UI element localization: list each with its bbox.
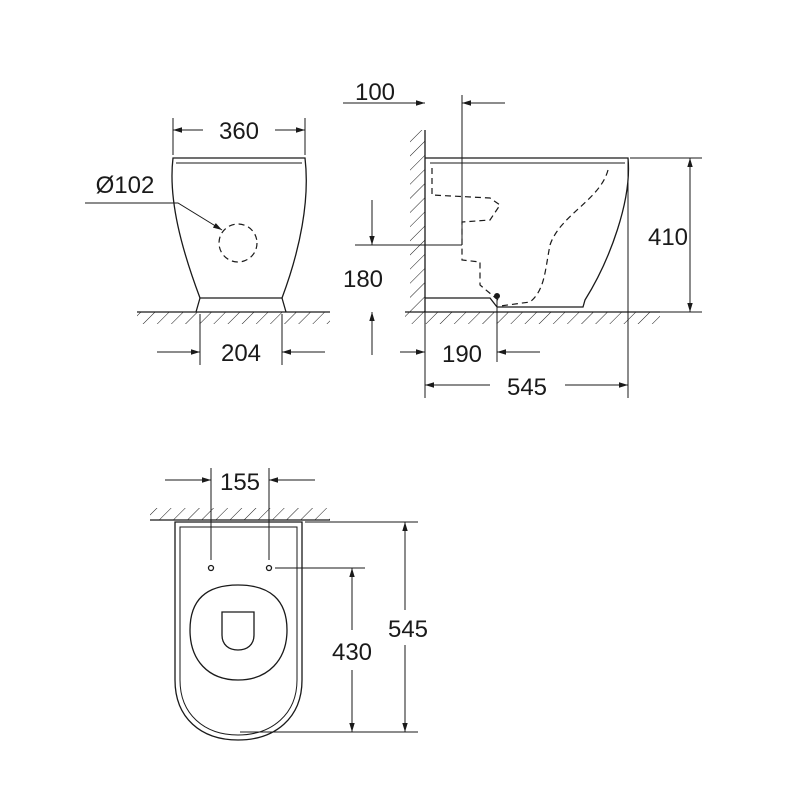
side-view: 100 410 180 190 545: [343, 79, 702, 401]
front-view: 360 Ø102 204: [85, 118, 330, 367]
seat-opening: [189, 584, 288, 681]
toilet-outline-top: [174, 521, 303, 741]
fixing-hole: [207, 564, 215, 572]
dim-190: 190: [442, 341, 482, 368]
dim-204: 204: [221, 340, 261, 367]
dim-diameter-102: Ø102: [96, 172, 155, 199]
dim-545-top: 545: [388, 616, 428, 643]
dim-155: 155: [220, 469, 260, 496]
dim-100: 100: [355, 79, 395, 106]
bowl-opening: [221, 611, 255, 651]
toilet-body-front: [171, 157, 307, 299]
wall-hatch: [410, 130, 425, 312]
fixing-hole: [265, 564, 273, 572]
dim-360: 360: [219, 118, 259, 145]
floor-hatch: [137, 312, 330, 324]
dim-430: 430: [332, 639, 372, 666]
outlet-circle: [218, 223, 258, 263]
dim-545-side: 545: [507, 374, 547, 401]
toilet-body-side: [425, 157, 630, 308]
wall-hatch: [150, 508, 330, 520]
dim-410: 410: [648, 224, 688, 251]
top-view: 155 430 545: [150, 468, 428, 741]
dim-180: 180: [343, 266, 383, 293]
floor-hatch: [405, 312, 660, 324]
